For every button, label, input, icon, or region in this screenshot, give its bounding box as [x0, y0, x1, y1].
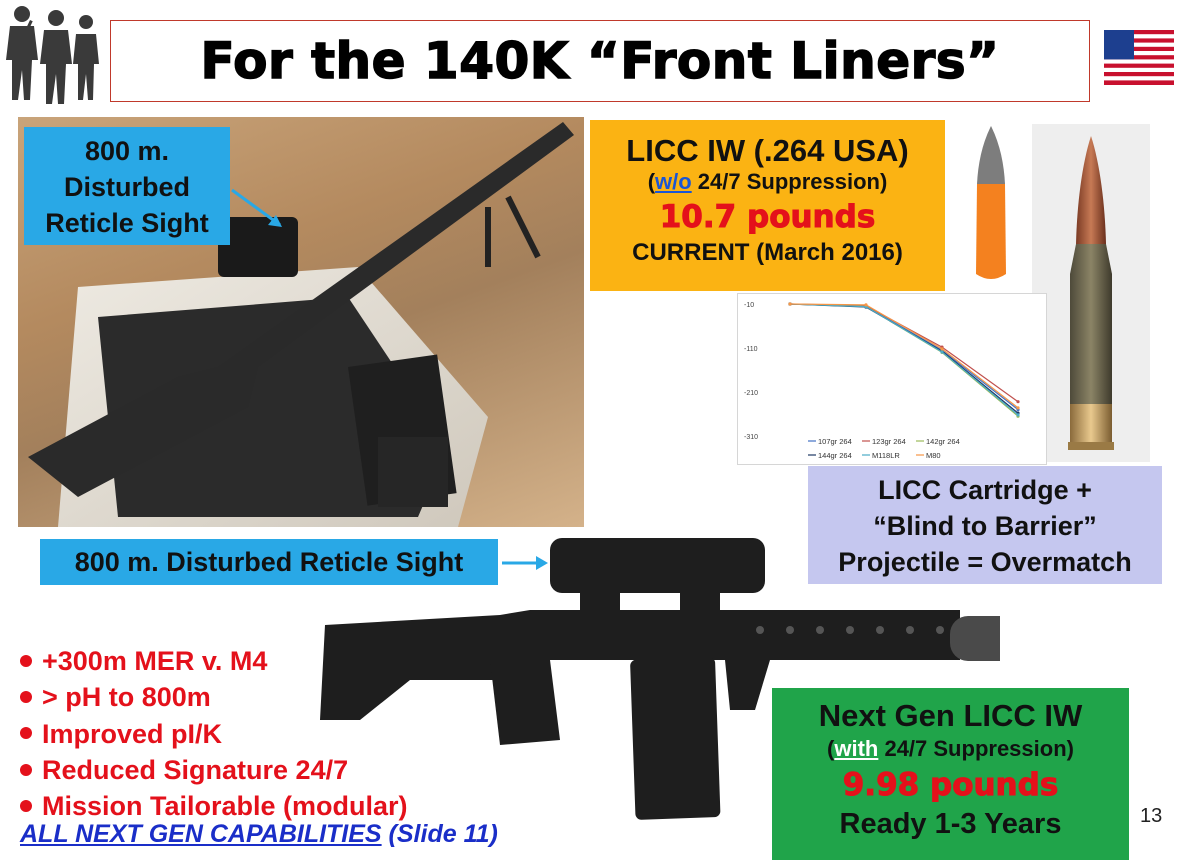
suppression-line: (w/o 24/7 Suppression) [647, 169, 888, 194]
list-item: > pH to 800m [20, 679, 540, 715]
callout-arrow [231, 188, 282, 227]
legend-label: 142gr 264 [926, 437, 960, 446]
wo-link[interactable]: w/o [655, 169, 692, 194]
cartridge-line: LICC Cartridge + [878, 475, 1092, 505]
series-point [1016, 400, 1020, 404]
next-gen-status: Ready 1-3 Years [839, 808, 1062, 840]
trajectory-chart-svg: -10 -110 -210 -310 107gr 264 123gr 264 142gr 2… [744, 302, 1020, 460]
series-point [788, 302, 792, 306]
next-gen-licc-box: Next Gen LICC IW (with 24/7 Suppression)… [772, 688, 1129, 860]
legend-item: 107gr 264 [808, 437, 852, 446]
list-item: Reduced Signature 24/7 [20, 752, 540, 788]
projectile-illustration [976, 126, 1006, 279]
legend-label: 107gr 264 [818, 437, 852, 446]
callout-line: Reticle Sight [45, 208, 209, 238]
licc-iw-weight: 10.7 pounds [659, 199, 876, 236]
trajectory-chart: -10 -110 -210 -310 107gr 264 123gr 264 142gr 2… [737, 293, 1047, 465]
soldiers-silhouette-logo [6, 6, 99, 104]
series-line [789, 303, 1019, 414]
y-tick-label: -310 [744, 434, 758, 441]
suppression-line: (with 24/7 Suppression) [827, 736, 1074, 761]
series-point [1016, 406, 1020, 410]
series-point [864, 303, 868, 307]
y-tick-label: -10 [744, 302, 754, 309]
callout-arrow [502, 556, 548, 570]
list-item: +300m MER v. M4 [20, 643, 540, 679]
reticle-sight-callout-top: 800 m. Disturbed Reticle Sight [24, 127, 230, 245]
capabilities-list: +300m MER v. M4 > pH to 800m Improved pI… [20, 643, 540, 824]
callout-line: 800 m. [84, 136, 170, 166]
reticle-sight-callout-bottom: 800 m. Disturbed Reticle Sight [40, 539, 498, 585]
series-line [789, 303, 1019, 416]
y-tick-label: -110 [744, 346, 758, 353]
licc-cartridge-box: LICC Cartridge + “Blind to Barrier” Proj… [808, 466, 1162, 584]
legend-label: M118LR [872, 451, 900, 460]
legend-item: 123gr 264 [862, 437, 906, 446]
licc-iw-current-box: LICC IW (.264 USA) (w/o 24/7 Suppression… [590, 120, 945, 291]
callout-line: Disturbed [63, 172, 190, 202]
legend-label: M80 [926, 451, 941, 460]
series-point [940, 347, 944, 351]
series-line [789, 303, 1019, 409]
us-flag-icon [1104, 30, 1174, 85]
legend-item: M118LR [862, 451, 900, 460]
y-tick-label: -210 [744, 390, 758, 397]
list-item: Mission Tailorable (modular) [20, 788, 540, 824]
list-item: Improved pI/K [20, 716, 540, 752]
all-next-gen-link[interactable]: ALL NEXT GEN CAPABILITIES [20, 820, 382, 848]
cartridge-line: “Blind to Barrier” [873, 511, 1097, 541]
licc-iw-status: CURRENT (March 2016) [632, 239, 903, 266]
legend-item: 142gr 264 [916, 437, 960, 446]
cartridge-line: Projectile = Overmatch [838, 547, 1132, 577]
title-box: For the 140K “Front Liners” [110, 20, 1090, 102]
with-link[interactable]: with [834, 736, 879, 761]
all-next-gen-capabilities: ALL NEXT GEN CAPABILITIES (Slide 11) [20, 820, 498, 848]
licc-iw-heading: LICC IW (.264 USA) [626, 133, 909, 168]
page-number: 13 [1140, 805, 1163, 827]
next-gen-rifle-photo [320, 538, 1000, 820]
cartridge-photo [1032, 124, 1150, 462]
next-gen-weight: 9.98 pounds [842, 767, 1059, 804]
slide-title: For the 140K “Front Liners” [200, 31, 1000, 91]
legend-item: 144gr 264 [808, 451, 852, 460]
next-gen-heading: Next Gen LICC IW [818, 698, 1083, 733]
legend-label: 123gr 264 [872, 437, 906, 446]
legend-item: M80 [916, 451, 941, 460]
series-point [1016, 413, 1020, 417]
legend-label: 144gr 264 [818, 451, 852, 460]
series-line [789, 303, 1019, 417]
series-point [940, 350, 944, 354]
series-line [789, 303, 1019, 411]
